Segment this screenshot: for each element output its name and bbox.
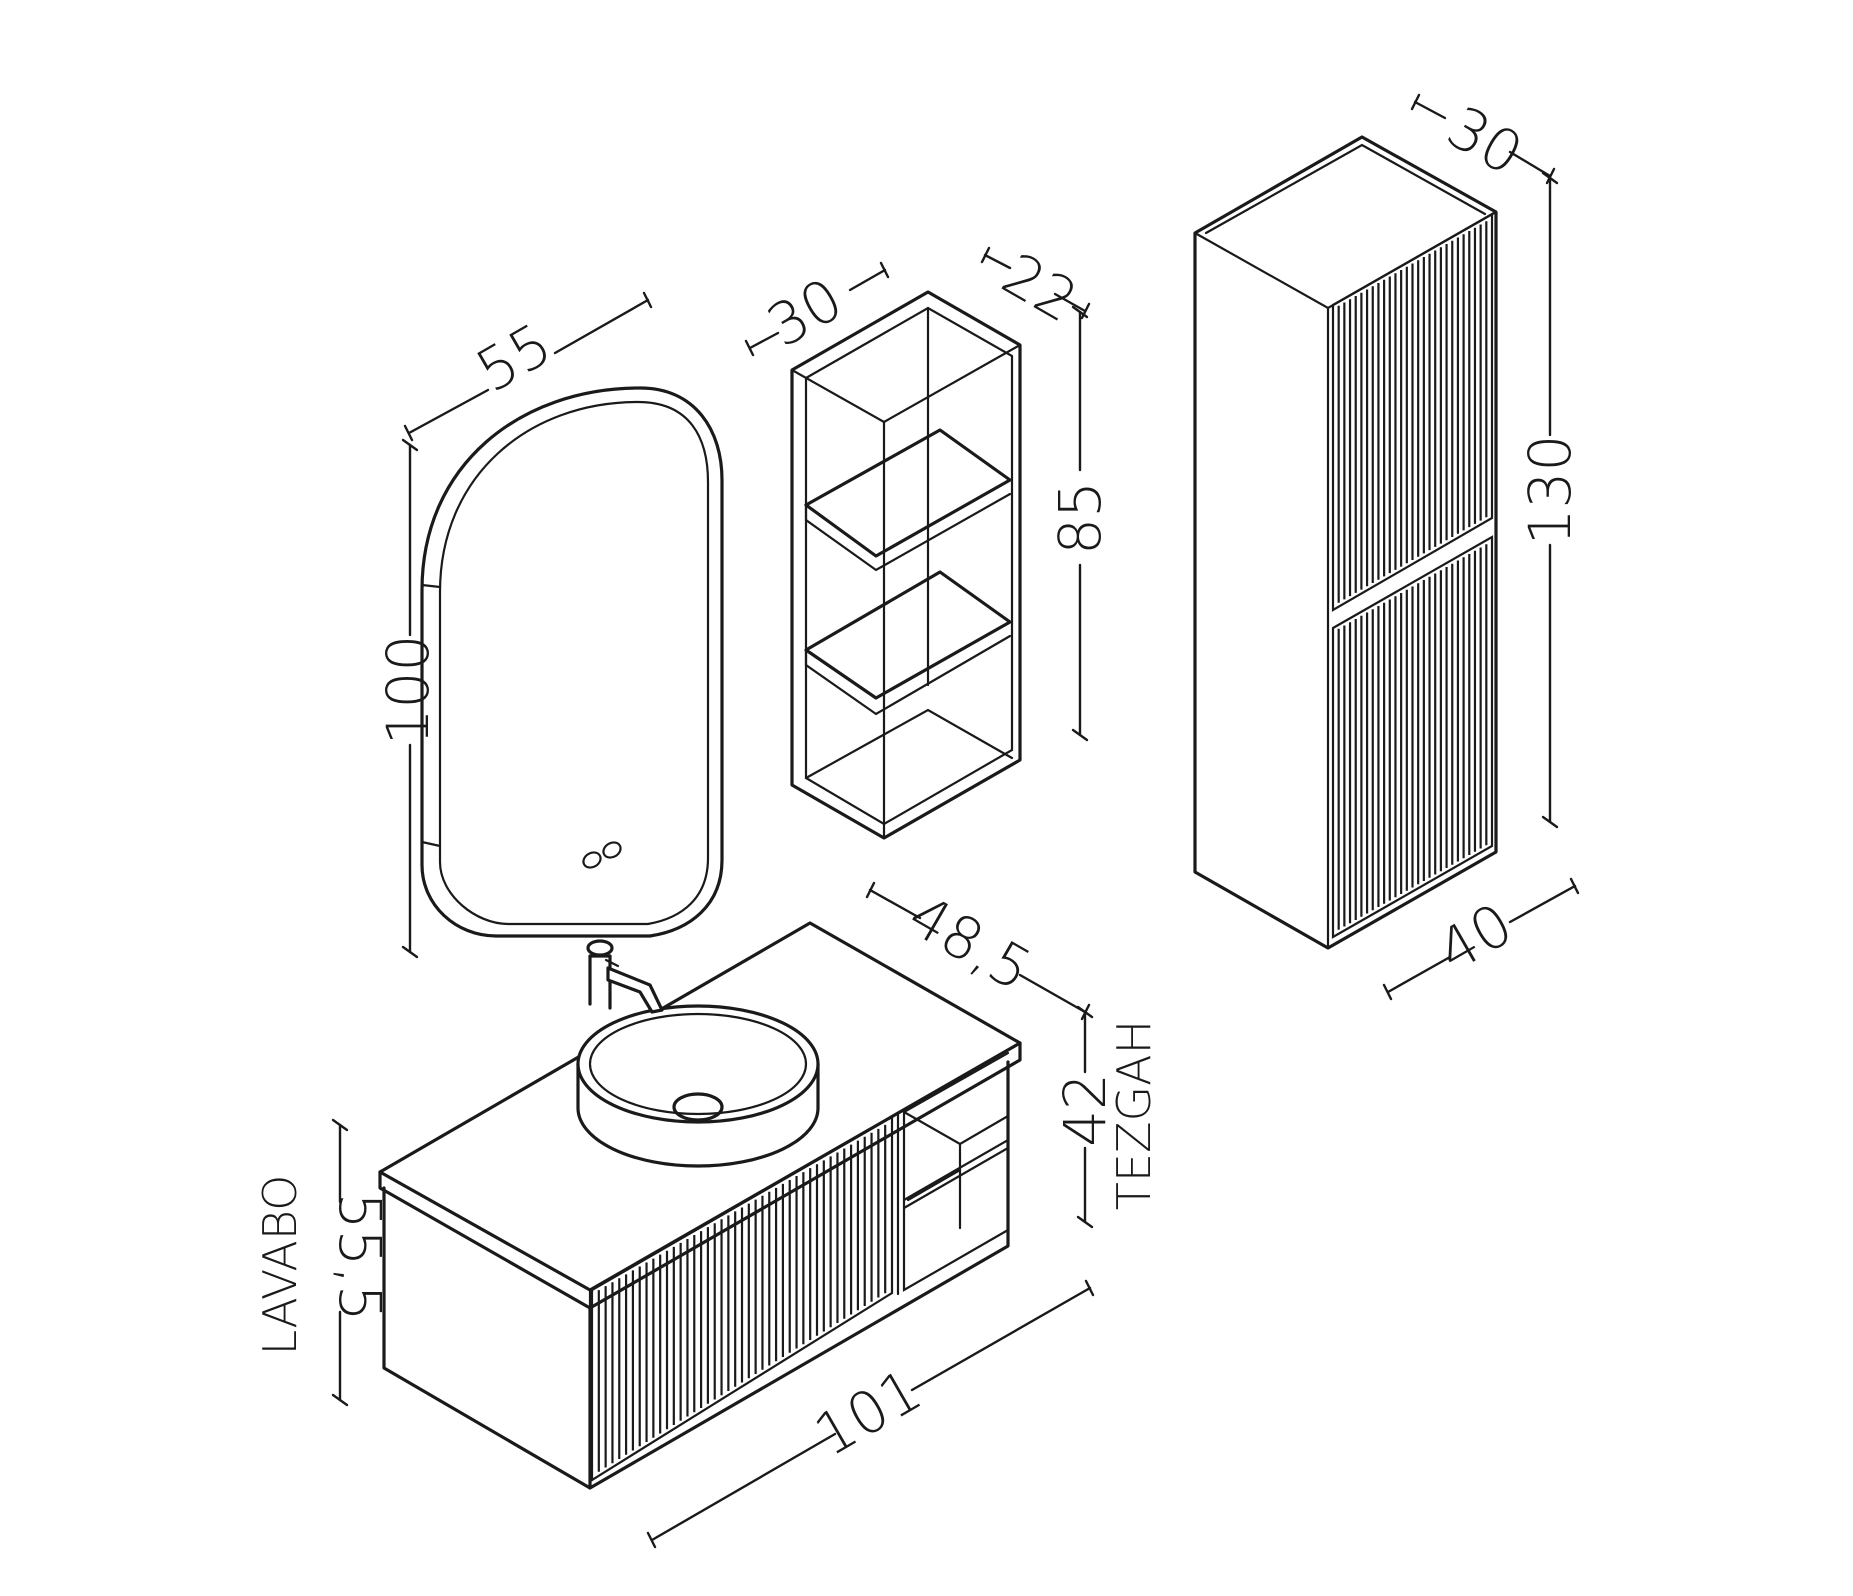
dimension-label-vanity-width: 101 — [803, 1356, 933, 1470]
dimension-shelf-height: 85 — [1046, 305, 1114, 742]
dimension-label-tall-depth: 30 — [1436, 93, 1534, 189]
dimension-label-shelf-depth: 22 — [991, 240, 1089, 336]
dimension-label-tall-height: 130 — [1516, 435, 1584, 546]
open-shelf-unit — [790, 290, 1022, 840]
dimension-label-shelf-height: 85 — [1046, 481, 1114, 555]
tall-cabinet — [1193, 135, 1498, 950]
basin-unit-label: LAVABO — [253, 1175, 307, 1356]
dimension-basin-unit-height: 55,5 LAVABO — [253, 1118, 394, 1407]
door-flutes-upper — [1337, 221, 1488, 603]
faucet — [586, 939, 664, 1014]
vessel-basin — [576, 1004, 820, 1168]
dimension-countertop-height: 42 TEZGAH — [1051, 1005, 1161, 1229]
dimension-tall-depth: 30 — [1410, 93, 1556, 189]
door-flutes-lower — [1337, 544, 1488, 930]
dimension-label-tall-width: 40 — [1426, 890, 1524, 986]
vanity-cabinet — [378, 921, 1022, 1490]
dimension-vanity-depth: 48,5 — [865, 881, 1091, 1021]
dimension-tall-height: 130 — [1516, 171, 1584, 829]
dimension-label-shelf-width: 30 — [756, 265, 854, 361]
dimension-mirror-height: 100 — [374, 438, 442, 959]
door-flutes-vanity — [597, 1124, 887, 1472]
countertop-label: TEZGAH — [1107, 1020, 1161, 1210]
dimension-mirror-width: 55 — [403, 291, 653, 442]
dimension-label-mirror-height: 100 — [374, 635, 442, 746]
dimension-shelf-depth: 22 — [980, 240, 1091, 336]
dimension-label-mirror-width: 55 — [465, 310, 563, 406]
dimension-tall-width: 40 — [1382, 877, 1580, 1001]
touch-control-icon — [582, 841, 622, 869]
dimension-label-countertop-height: 42 — [1051, 1073, 1119, 1147]
dimension-shelf-width: 30 — [744, 261, 890, 361]
oval-mirror — [420, 386, 724, 938]
dimension-label-basin-unit-height: 55,5 — [326, 1192, 394, 1321]
